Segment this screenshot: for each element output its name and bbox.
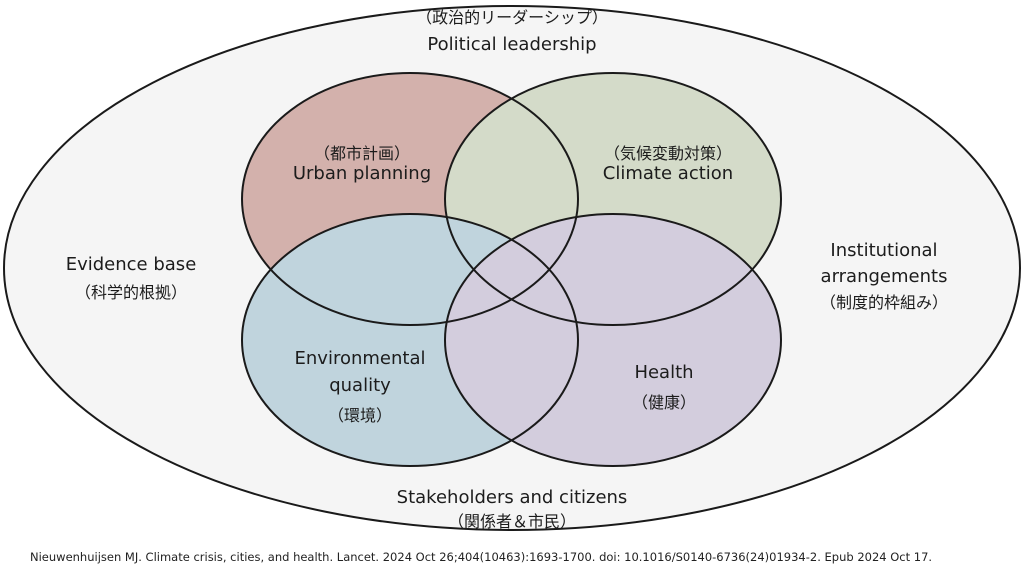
circle-health xyxy=(445,214,781,466)
circle-climate-outline xyxy=(444,72,782,326)
institutional-label-line2: arrangements xyxy=(820,266,948,287)
evidence-base-jp: （科学的根拠） xyxy=(74,283,188,302)
urban-planning-jp: （都市計画） xyxy=(313,144,411,163)
circle-environment-outline xyxy=(241,213,579,467)
stakeholders-jp: （関係者＆市民） xyxy=(447,512,577,531)
environmental-jp: （環境） xyxy=(327,406,393,425)
institutional-label-line1: Institutional xyxy=(830,240,938,261)
political-leadership-label: Political leadership xyxy=(427,34,597,55)
circle-health-outline xyxy=(444,213,782,467)
climate-action-jp: （気候変動対策） xyxy=(603,144,733,163)
institutional-jp: （制度的枠組み） xyxy=(819,293,949,312)
health-jp: （健康） xyxy=(631,393,697,412)
citation-text: Nieuwenhuijsen MJ. Climate crisis, citie… xyxy=(30,550,933,564)
environmental-label-line2: quality xyxy=(329,375,391,396)
stakeholders-label: Stakeholders and citizens xyxy=(396,487,628,508)
political-leadership-jp: （政治的リーダーシップ） xyxy=(416,8,608,27)
environmental-label-line1: Environmental xyxy=(294,348,426,369)
circle-urban-outline xyxy=(241,72,579,326)
evidence-base-label: Evidence base xyxy=(65,254,197,275)
urban-planning-label: Urban planning xyxy=(292,163,432,184)
health-label: Health xyxy=(634,362,694,383)
climate-action-label: Climate action xyxy=(602,163,734,184)
